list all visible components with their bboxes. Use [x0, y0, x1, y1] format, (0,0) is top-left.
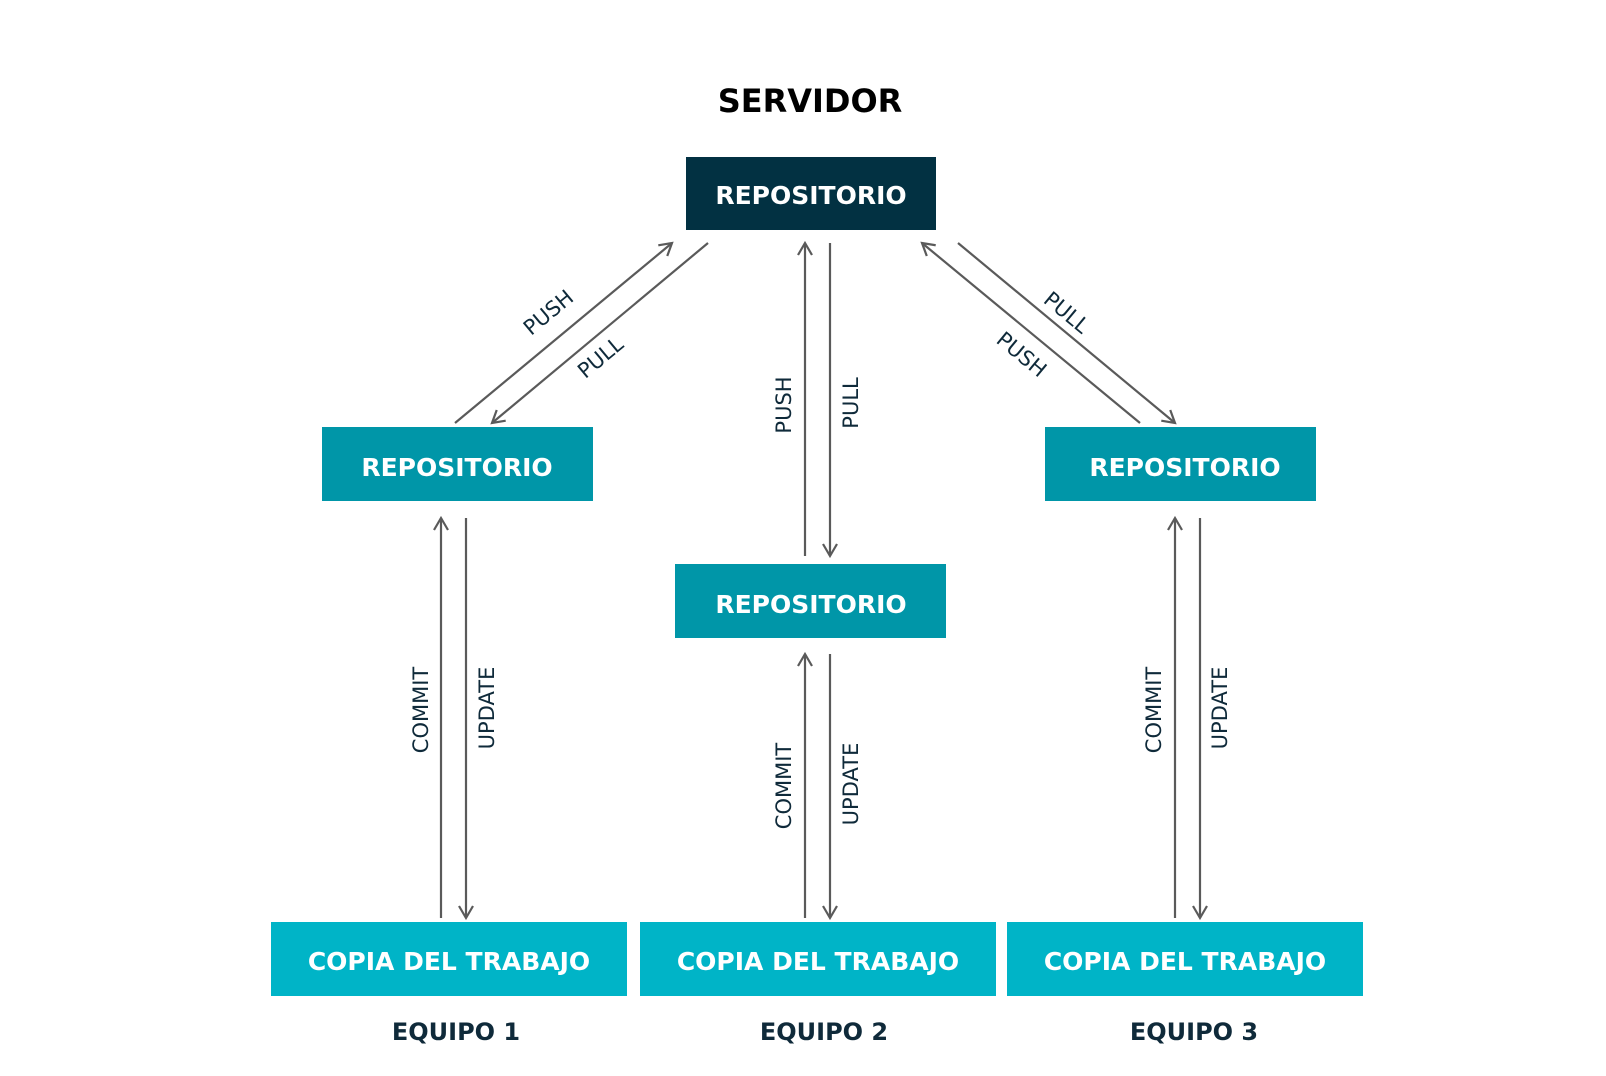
pull-arrow-3 [957, 242, 1177, 425]
working-copy-label-1: COPIA DEL TRABAJO [308, 947, 590, 976]
repository-node-3: REPOSITORIO [1045, 427, 1316, 501]
pull-label-3: PULL [1039, 287, 1094, 339]
server-repository-node: REPOSITORIO [686, 157, 936, 230]
commit-label-2: COMMIT [772, 743, 796, 830]
working-copy-node-1: COPIA DEL TRABAJO [271, 922, 627, 996]
team-label-2: EQUIPO 2 [760, 1018, 888, 1046]
working-copy-node-3: COPIA DEL TRABAJO [1007, 922, 1363, 996]
pull-arrow-1 [490, 242, 709, 425]
pull-label-1: PULL [573, 332, 628, 384]
push-label-2: PUSH [772, 376, 796, 433]
commit-label-3: COMMIT [1142, 667, 1166, 754]
push-arrow-1 [454, 241, 674, 424]
commit-label-1: COMMIT [409, 667, 433, 754]
working-copy-label-2: COPIA DEL TRABAJO [677, 947, 959, 976]
update-label-2: UPDATE [839, 743, 863, 826]
repository-label-3: REPOSITORIO [1089, 453, 1280, 482]
repository-label-2: REPOSITORIO [715, 590, 906, 619]
push-arrow-3 [920, 241, 1141, 424]
push-label-3: PUSH [992, 327, 1051, 382]
repository-label-1: REPOSITORIO [361, 453, 552, 482]
push-label-1: PUSH [519, 285, 578, 340]
pull-label-2: PULL [839, 377, 863, 429]
repository-node-2: REPOSITORIO [675, 564, 946, 638]
repository-node-1: REPOSITORIO [322, 427, 593, 501]
team-label-3: EQUIPO 3 [1130, 1018, 1258, 1046]
update-label-1: UPDATE [475, 667, 499, 750]
working-copy-node-2: COPIA DEL TRABAJO [640, 922, 996, 996]
diagram-title: SERVIDOR [718, 82, 903, 120]
working-copy-label-3: COPIA DEL TRABAJO [1044, 947, 1326, 976]
update-label-3: UPDATE [1208, 667, 1232, 750]
server-repository-label: REPOSITORIO [715, 181, 906, 210]
team-label-1: EQUIPO 1 [392, 1018, 520, 1046]
